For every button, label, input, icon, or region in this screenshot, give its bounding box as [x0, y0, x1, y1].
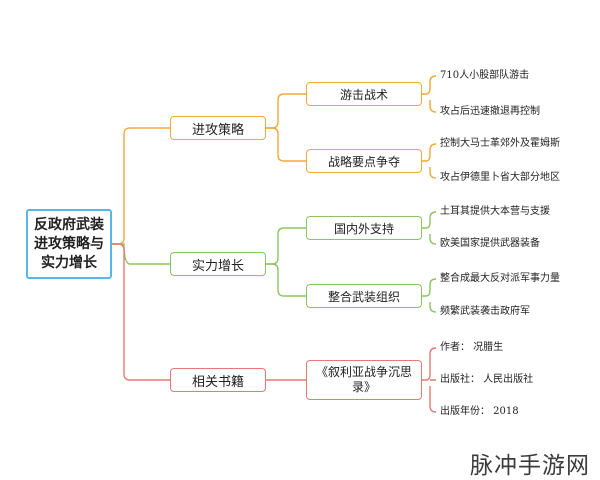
leaf-integration-2: 频繁武装袭击政府军 — [440, 306, 530, 317]
node-integrate-armed-groups[interactable]: 整合武装组织 — [306, 284, 422, 308]
connector-root-to-strength — [112, 243, 170, 265]
node-domestic-foreign-support-label: 国内外支持 — [333, 221, 394, 236]
connector-support-leaves — [422, 211, 437, 245]
node-related-books[interactable]: 相关书籍 — [170, 368, 266, 392]
root-node[interactable]: 反政府武装 进攻策略与 实力增长 — [26, 209, 112, 279]
leaf-strategic-1: 控制大马士革郊外及霍姆斯 — [440, 138, 560, 149]
node-related-books-label: 相关书籍 — [191, 374, 244, 390]
connector-strength-to-support — [266, 227, 306, 265]
connector-attack-to-guerrilla — [266, 93, 306, 129]
connector-guerrilla-leaves — [422, 75, 437, 113]
leaf-book-year: 出版年份： 2018 — [440, 406, 519, 417]
leaf-guerrilla-2: 攻占后迅速撤退再控制 — [440, 106, 540, 117]
node-guerrilla-tactics-label: 游击战术 — [339, 87, 388, 102]
node-domestic-foreign-support[interactable]: 国内外支持 — [306, 216, 422, 240]
watermark-text: 脉冲手游网 — [470, 453, 590, 479]
connector-book-leaves — [422, 347, 437, 413]
leaf-support-2: 欧美国家提供武器装备 — [440, 238, 540, 249]
node-book-title-line-1: 《叙利亚战争沉思 — [315, 365, 412, 379]
leaf-book-author: 作者： 况腊生 — [440, 342, 504, 353]
root-line-3: 实力增长 — [41, 254, 97, 271]
leaf-integration-1: 整合成最大反对派军事力量 — [440, 273, 560, 284]
connector-strategic-leaves — [422, 143, 437, 179]
leaf-book-publisher: 出版社： 人民出版社 — [440, 374, 534, 385]
connector-root-to-attack — [112, 127, 170, 245]
connector-strength-to-integration — [266, 263, 306, 297]
connector-integration-leaves — [422, 278, 437, 313]
root-line-2: 进攻策略与 — [34, 235, 104, 252]
node-strategic-points[interactable]: 战略要点争夺 — [306, 149, 422, 173]
connector-root-to-books — [112, 243, 170, 381]
root-line-1: 反政府武装 — [34, 216, 104, 233]
leaf-strategic-2: 攻占伊德里卜省大部分地区 — [440, 172, 560, 183]
node-strength-growth-label: 实力增长 — [191, 258, 244, 274]
leaf-support-1: 土耳其提供大本营与支援 — [440, 206, 550, 217]
leaf-guerrilla-1: 710人小股部队游击 — [440, 70, 530, 81]
node-integrate-armed-groups-label: 整合武装组织 — [327, 289, 400, 304]
node-book-title[interactable]: 《叙利亚战争沉思 录》 — [306, 360, 422, 400]
node-attack-strategy-label: 进攻策略 — [191, 122, 244, 138]
node-attack-strategy[interactable]: 进攻策略 — [170, 116, 266, 140]
node-strength-growth[interactable]: 实力增长 — [170, 252, 266, 276]
node-book-title-line-2: 录》 — [351, 380, 376, 394]
node-strategic-points-label: 战略要点争夺 — [327, 154, 400, 169]
node-guerrilla-tactics[interactable]: 游击战术 — [306, 82, 422, 106]
connector-attack-to-strategic — [266, 127, 306, 162]
